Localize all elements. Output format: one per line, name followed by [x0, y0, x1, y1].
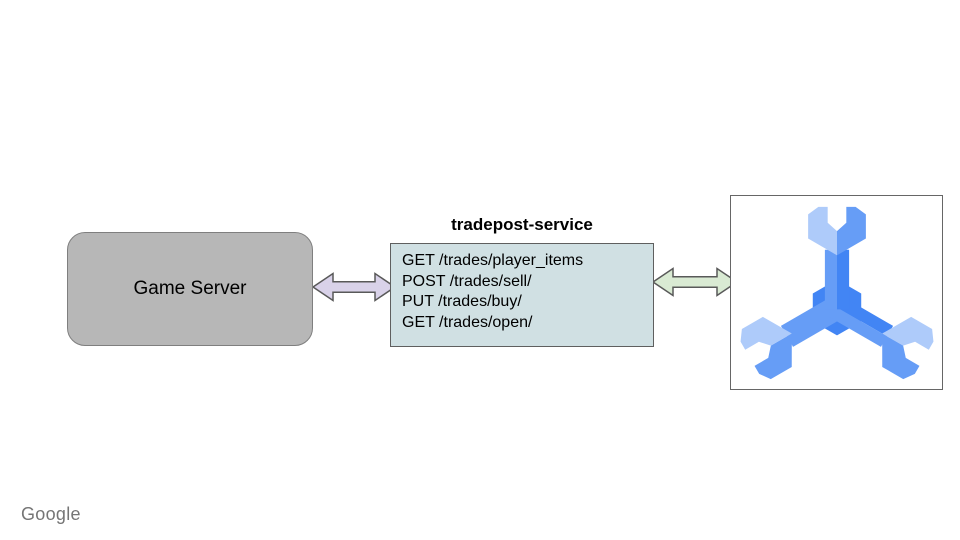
spanner-arm-bottom-right: [829, 296, 934, 380]
game-server-label: Game Server: [133, 278, 247, 299]
endpoint-line: GET /trades/player_items: [402, 252, 584, 269]
google-wordmark: Google: [21, 504, 81, 524]
service-title: tradepost-service: [451, 215, 593, 234]
spanner-node: [730, 195, 943, 390]
service-node: GET /trades/player_items POST /trades/se…: [390, 243, 654, 347]
game-server-node: Game Server: [67, 232, 313, 346]
endpoint-line: POST /trades/sell/: [402, 272, 532, 290]
spanner-arm-top: [808, 206, 866, 310]
cloud-spanner-icon: [740, 206, 934, 380]
endpoint-line: PUT /trades/buy/: [402, 293, 522, 311]
double-arrow-right-shape: [652, 267, 738, 297]
double-arrow-left: [312, 272, 396, 302]
endpoint-line: GET /trades/open/: [402, 314, 533, 332]
double-arrow-right: [652, 267, 738, 297]
double-arrow-left-shape: [312, 272, 396, 302]
